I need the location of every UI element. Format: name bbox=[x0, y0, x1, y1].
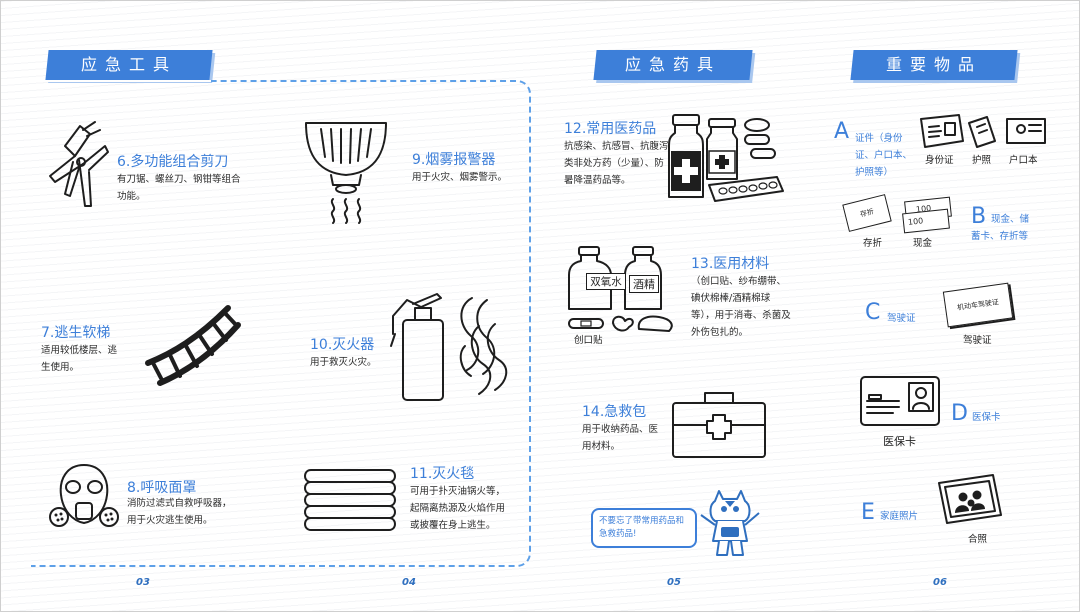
medicine-14-desc: 用于收纳药品、医用材料。 bbox=[582, 424, 659, 452]
fire-extinguisher-icon bbox=[390, 293, 508, 401]
tool-10-desc: 用于救灭火灾。 bbox=[310, 357, 377, 368]
medical-card-icon bbox=[860, 376, 940, 426]
item-a-letter: A bbox=[834, 119, 850, 144]
item-c-label: 驾驶证 bbox=[887, 313, 916, 324]
tool-9-desc: 用于火灾、烟雾警示。 bbox=[412, 172, 508, 183]
household-register-caption: 户口本 bbox=[1009, 155, 1038, 166]
item-d-label: 医保卡 bbox=[972, 412, 1001, 423]
medicine-12-desc: 抗感染、抗感冒、抗腹泻类非处方药（少量）、防暑降温药品等。 bbox=[564, 141, 669, 186]
reminder-text: 不要忘了带常用药品和急救药品! bbox=[599, 516, 685, 539]
page-number-06: 06 bbox=[933, 577, 947, 588]
id-card-caption: 身份证 bbox=[925, 155, 954, 166]
section-title-medicine: 应急药具 bbox=[624, 55, 721, 74]
item-a-label: 证件（身份证、户口本、护照等） bbox=[855, 133, 913, 178]
cash-note-front: 100 bbox=[902, 208, 950, 234]
first-aid-kit-icon bbox=[672, 392, 766, 458]
page-number-05: 05 bbox=[667, 577, 681, 588]
documents-icon bbox=[920, 114, 1046, 148]
passport-caption: 护照 bbox=[972, 155, 992, 166]
bankbook-graphic: 存折 bbox=[842, 194, 892, 232]
medicine-13-title: 13.医用材料 bbox=[691, 256, 770, 272]
medicine-12-title: 12.常用医药品 bbox=[564, 121, 657, 137]
section-banner-medicine: 应急药具 bbox=[593, 50, 753, 80]
driver-license-graphic: 机动车驾驶证 bbox=[942, 282, 1014, 328]
item-e-label: 家庭照片 bbox=[880, 511, 919, 522]
tool-7-desc: 适用较低楼层、逃生使用。 bbox=[41, 345, 118, 373]
item-c-letter: C bbox=[865, 300, 881, 325]
tool-6-desc: 有刀锯、螺丝刀、钢钳等组合功能。 bbox=[117, 174, 241, 202]
item-d-letter: D bbox=[951, 401, 968, 426]
bankbook-caption: 存折 bbox=[863, 238, 883, 249]
multi-tool-icon bbox=[49, 121, 109, 207]
item-e-letter: E bbox=[861, 500, 875, 525]
tools-dashed-frame bbox=[31, 80, 531, 567]
bandage-caption: 创口贴 bbox=[574, 335, 603, 346]
medical-supplies-icon bbox=[568, 246, 673, 332]
tool-9-title: 9.烟雾报警器 bbox=[412, 152, 496, 168]
item-b-label: 现金、储蓄卡、存折等 bbox=[971, 214, 1030, 242]
tool-8-desc: 消防过滤式自救呼吸器，用于火灾逃生使用。 bbox=[127, 498, 232, 526]
tool-6-title: 6.多功能组合剪刀 bbox=[117, 154, 229, 170]
tool-11-desc: 可用于扑灭油锅火等，起隔离热源及火焰作用或披覆在身上逃生。 bbox=[410, 486, 506, 531]
medicine-14-title: 14.急救包 bbox=[582, 404, 647, 420]
tool-8-title: 8.呼吸面罩 bbox=[127, 480, 197, 496]
cash-note-front-text: 100 bbox=[907, 216, 924, 227]
tool-11-title: 11.灭火毯 bbox=[410, 466, 475, 482]
medical-card-caption: 医保卡 bbox=[883, 435, 916, 448]
escape-ladder-icon bbox=[145, 305, 241, 386]
bottle-label-peroxide: 双氧水 bbox=[586, 273, 626, 290]
bottle-label-alcohol: 酒精 bbox=[629, 275, 659, 293]
smoke-alarm-icon bbox=[305, 122, 387, 224]
section-title-items: 重要物品 bbox=[885, 55, 982, 74]
bankbook-text: 存折 bbox=[859, 207, 875, 219]
item-b-letter: B bbox=[971, 204, 987, 229]
driver-license-text: 机动车驾驶证 bbox=[956, 298, 1000, 312]
medicine-bottles-icon bbox=[668, 114, 784, 202]
medicine-13-desc: （创口贴、纱布绷带、碘伏棉棒/酒精棉球等），用于消毒、杀菌及外伤包扎的。 bbox=[691, 276, 791, 338]
section-title-tools: 应急工具 bbox=[80, 55, 177, 74]
section-banner-tools: 应急工具 bbox=[45, 50, 213, 80]
tool-10-title: 10.灭火器 bbox=[310, 337, 375, 353]
tool-7-title: 7.逃生软梯 bbox=[41, 325, 111, 341]
page-number-03: 03 bbox=[136, 577, 150, 588]
fire-blanket-icon bbox=[304, 469, 396, 531]
cash-caption: 现金 bbox=[913, 238, 933, 249]
family-photo-icon bbox=[938, 474, 1002, 524]
family-photo-caption: 合照 bbox=[968, 534, 988, 545]
page-number-04: 04 bbox=[402, 577, 416, 588]
reminder-bubble: 不要忘了带常用药品和急救药品! bbox=[591, 508, 697, 548]
gas-mask-icon bbox=[49, 464, 119, 527]
section-banner-items: 重要物品 bbox=[850, 50, 1018, 80]
tiger-mascot-icon bbox=[700, 490, 760, 556]
driver-license-caption: 驾驶证 bbox=[963, 335, 992, 346]
